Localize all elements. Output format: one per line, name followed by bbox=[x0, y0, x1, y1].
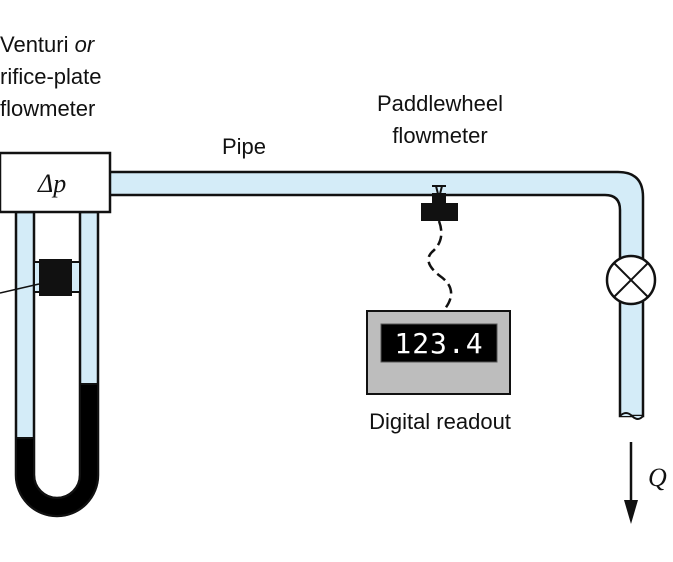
pipe-label: Pipe bbox=[222, 134, 266, 159]
delta-p-box bbox=[0, 151, 112, 214]
manometer-block bbox=[39, 259, 72, 296]
paddlewheel-label-line2: flowmeter bbox=[392, 123, 487, 148]
flow-label: Q bbox=[648, 463, 667, 492]
delta-p-label: Δp bbox=[37, 169, 66, 198]
digital-readout-label: Digital readout bbox=[369, 409, 511, 434]
venturi-label-line2: rifice-plate bbox=[0, 64, 101, 89]
paddlewheel-label-line1: Paddlewheel bbox=[377, 91, 503, 116]
venturi-label-word: Venturi bbox=[0, 32, 69, 57]
venturi-label-line3: flowmeter bbox=[0, 96, 95, 121]
valve-icon bbox=[605, 254, 657, 306]
pipe-break bbox=[619, 412, 644, 420]
venturi-label-or: or bbox=[75, 32, 96, 57]
paddlewheel-sensor bbox=[421, 185, 458, 221]
readout-display bbox=[380, 323, 498, 363]
manometer-fluid bbox=[15, 383, 99, 517]
arrow-down-icon bbox=[624, 442, 638, 524]
sensor-cable bbox=[427, 220, 453, 311]
readout-value: 123.4 bbox=[394, 327, 483, 360]
venturi-label-line1: Venturi or bbox=[0, 32, 96, 57]
